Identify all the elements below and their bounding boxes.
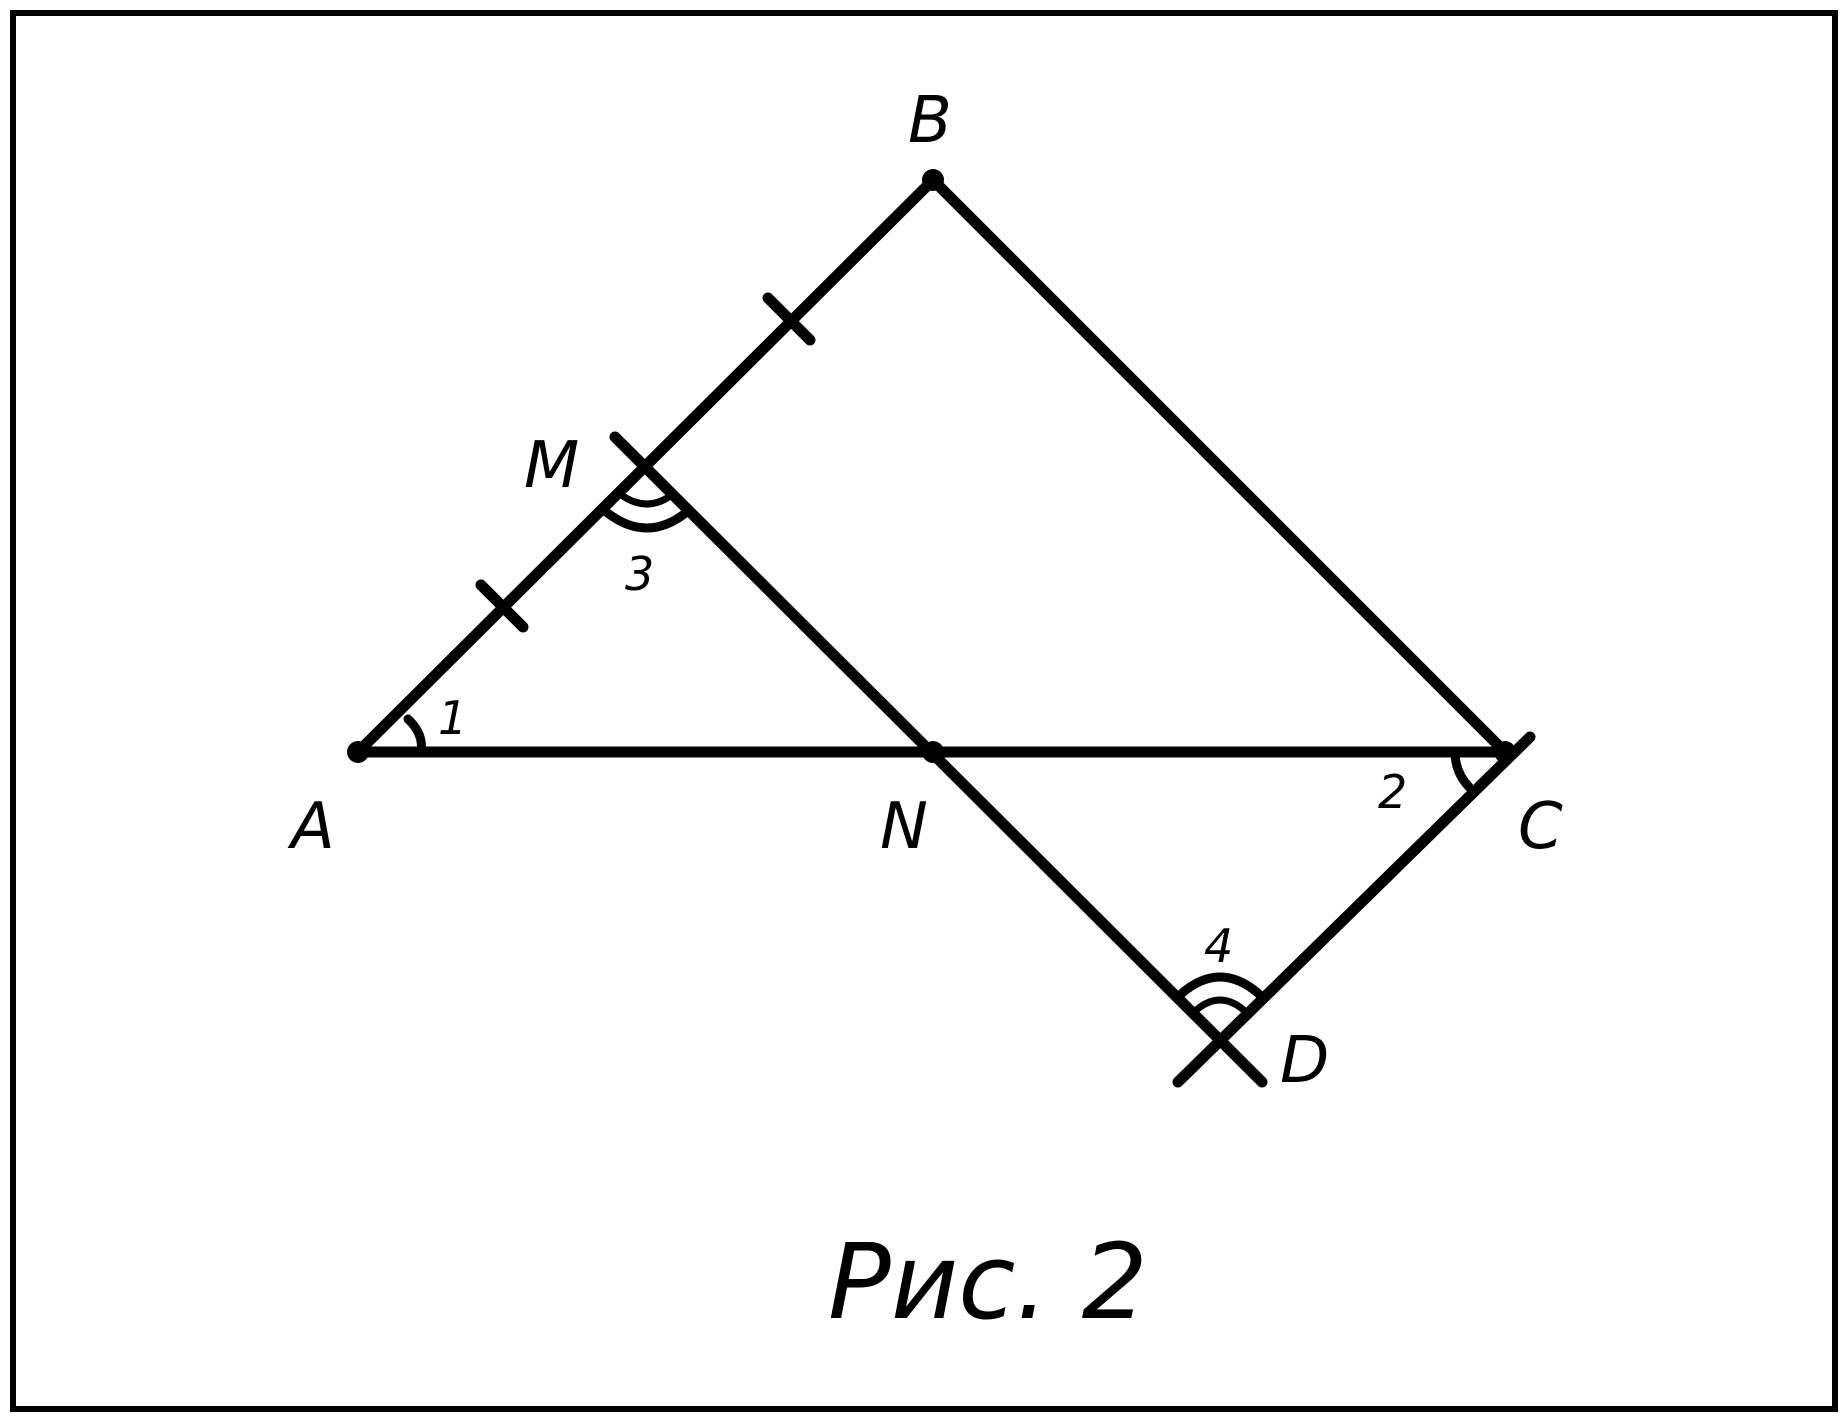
point-label-c: C bbox=[1518, 790, 1563, 864]
point-label-a: A bbox=[287, 790, 335, 864]
angle-label-4: 4 bbox=[1204, 919, 1233, 973]
angle-arc-2 bbox=[1450, 747, 1474, 792]
point-label-m: M bbox=[524, 429, 579, 503]
point-label-d: D bbox=[1280, 1024, 1329, 1098]
segment-bc bbox=[927, 174, 1511, 758]
angle-arc-3-outer bbox=[600, 506, 693, 533]
tick-mark-am bbox=[475, 579, 529, 633]
angle-arc-3-inner bbox=[616, 490, 677, 508]
point-label-b: B bbox=[908, 84, 952, 158]
point-a-dot bbox=[347, 741, 369, 763]
point-n-dot bbox=[922, 741, 944, 763]
angle-label-2: 2 bbox=[1378, 765, 1407, 819]
tick-mark-mb bbox=[762, 292, 816, 346]
angle-arc-1 bbox=[403, 714, 426, 757]
angle-label-3: 3 bbox=[625, 547, 654, 601]
figure-caption: Рис. 2 bbox=[828, 1221, 1148, 1343]
angle-arc-4-outer bbox=[1176, 972, 1264, 999]
angle-arc-4-inner bbox=[1189, 996, 1251, 1017]
point-c-dot bbox=[1494, 741, 1516, 763]
figure-frame bbox=[10, 10, 1838, 1412]
point-b-dot bbox=[922, 169, 944, 191]
point-label-n: N bbox=[880, 790, 928, 864]
segment-dc bbox=[1172, 731, 1536, 1088]
angle-label-1: 1 bbox=[438, 691, 467, 745]
